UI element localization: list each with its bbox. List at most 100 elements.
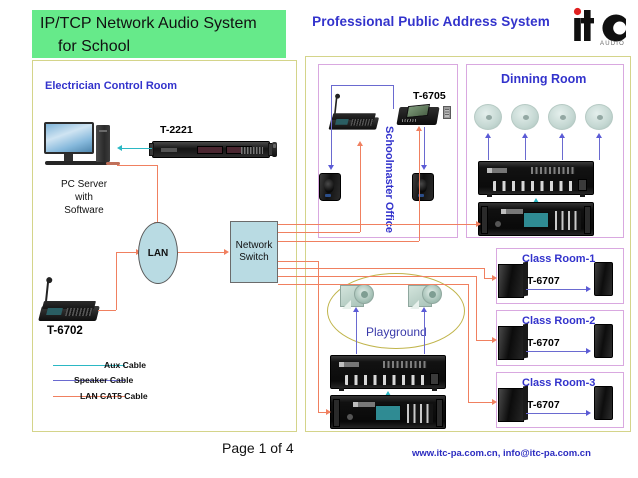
playground-horn-speaker-1: [340, 283, 374, 309]
schoolmaster-office-title: Schoolmaster Office: [383, 126, 395, 233]
spk-line-playground-1: [356, 312, 357, 354]
dinning-room-network-terminal: [478, 202, 594, 236]
spk-line-dining-1: [488, 138, 489, 160]
aux-arrow-dining: [532, 198, 539, 203]
lan-arrow-playground: [326, 408, 331, 415]
legend-swatch-speaker: [53, 380, 125, 381]
lan-line-playground-v: [318, 261, 319, 412]
network-switch-label-line1: Network: [235, 240, 273, 251]
spk-arrow-cr2: [586, 347, 591, 354]
playground-network-terminal: [330, 395, 446, 429]
office-speaker-left: [319, 173, 341, 201]
lan-line-cr3-h: [278, 284, 468, 285]
ceiling-speaker-3: [548, 104, 576, 130]
class-room-2-title: Class Room-2: [522, 315, 596, 327]
lan-arrow-cr3: [492, 398, 497, 405]
lan-line-office-console-h: [278, 232, 360, 233]
dinning-room-amplifier: [478, 161, 594, 197]
spk-line-office-right-v: [393, 85, 394, 109]
lan-line-console-h2: [116, 252, 136, 253]
ceiling-speaker-1: [474, 104, 502, 130]
playground-horn-speaker-2: [408, 283, 442, 309]
class-room-3-title: Class Room-3: [522, 377, 596, 389]
playground-label: Playground: [366, 325, 427, 339]
playground-amplifier: [330, 355, 446, 391]
spk-arrow-cr3: [586, 409, 591, 416]
legend-label-speaker: Speaker Cable: [74, 375, 134, 385]
lan-arrow-into-switch: [224, 248, 229, 255]
lan-line-cr2-h: [278, 276, 476, 277]
network-switch-node: Network Switch: [230, 221, 278, 283]
class-room-1-title: Class Room-1: [522, 253, 596, 265]
legend-swatch-lan: [53, 396, 125, 397]
t6705-adapter-device: [396, 103, 440, 128]
page-title-banner: IP/TCP Network Audio System for School: [32, 10, 286, 58]
legend-swatch-aux: [53, 365, 125, 366]
itc-audio-logo-icon: AUDIO: [573, 7, 626, 46]
lan-arrow-cr1: [492, 274, 497, 281]
lan-line-console-v: [116, 252, 117, 310]
spk-arrow-office-left: [327, 165, 334, 170]
svg-text:AUDIO: AUDIO: [600, 41, 625, 46]
lan-line-oval-to-switch: [178, 252, 224, 253]
microphone-icon: [272, 142, 277, 157]
aux-arrow-to-pc: [117, 144, 122, 151]
class-room-2-speaker: [594, 324, 613, 358]
office-mic-console: [328, 96, 380, 130]
aux-arrow-playground: [384, 391, 391, 396]
t6705-module-icon: [443, 106, 451, 119]
spk-line-cr2: [526, 351, 588, 352]
lan-node-label: LAN: [147, 247, 169, 259]
t6705-label: T-6705: [413, 90, 446, 102]
lan-line-cr2-v: [476, 276, 477, 340]
lan-line-office-adapter-v: [419, 131, 420, 241]
lan-arrow-office-adapter: [415, 126, 422, 131]
lan-line-cr1-stub: [484, 278, 494, 279]
t2221-label: T-2221: [160, 124, 193, 136]
lan-line-playground-h2: [318, 412, 330, 413]
spk-line-dining-2: [525, 138, 526, 160]
aux-line-rack-to-pc: [122, 148, 152, 149]
control-room-title: Electrician Control Room: [45, 80, 178, 92]
lan-line-console-h1: [98, 310, 116, 311]
page-subtitle: Professional Public Address System: [312, 14, 550, 29]
lan-line-office-console-v: [360, 146, 361, 232]
t6702-label: T-6702: [47, 325, 83, 337]
lan-arrow-office-console: [356, 141, 363, 146]
lan-line-cr1-h: [278, 268, 484, 269]
pc-server-icon: [44, 122, 122, 166]
class-room-3-device-label: T-6707: [527, 399, 560, 411]
network-switch-label-line2: Switch: [239, 252, 269, 263]
spk-arrow-cr1: [586, 285, 591, 292]
lan-arrow-cr2: [492, 336, 497, 343]
office-speaker-right: [412, 173, 434, 201]
spk-line-dining-4: [599, 138, 600, 160]
page-title-line2: for School: [58, 38, 131, 55]
lan-line-dining-h: [278, 224, 480, 225]
spk-arrow-dining-4: [595, 133, 602, 138]
spk-arrow-dining-3: [558, 133, 565, 138]
class-room-1-speaker: [594, 262, 613, 296]
playground-zone: [327, 273, 465, 349]
legend-label-lan: LAN CAT5 Cable: [80, 391, 148, 401]
class-room-3-speaker: [594, 386, 613, 420]
spk-arrow-office-right: [420, 165, 427, 170]
t2221-rack-device: [149, 141, 273, 158]
legend-label-aux: Aux Cable: [104, 360, 147, 370]
class-room-2-t6707-device: [498, 326, 524, 360]
class-room-1-t6707-device: [498, 264, 524, 298]
lan-line-cr1-v: [484, 268, 485, 278]
contact-info: www.itc-pa.com.cn, info@itc-pa.com.cn: [412, 448, 591, 459]
spk-line-cr1: [526, 289, 588, 290]
spk-line-office-top: [331, 85, 393, 86]
spk-arrow-dining-2: [521, 133, 528, 138]
spk-arrow-playground-2: [420, 307, 427, 312]
pc-server-label: PC Server with Software: [60, 179, 108, 216]
ceiling-speaker-2: [511, 104, 539, 130]
spk-line-office-left-v: [331, 85, 332, 167]
lan-arrow-dining: [476, 220, 481, 227]
class-room-2-device-label: T-6707: [527, 337, 560, 349]
spk-arrow-playground-1: [352, 307, 359, 312]
spk-line-dining-3: [562, 138, 563, 160]
